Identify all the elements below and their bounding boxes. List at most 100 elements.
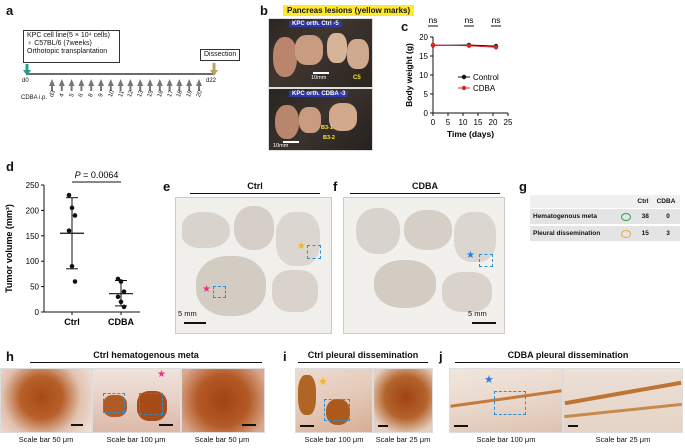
ip-arrow-stem <box>70 86 73 91</box>
cdba-photo-label: KPC orth. CDBA -3 <box>289 91 349 97</box>
y-tick-label: 10 <box>419 71 428 80</box>
j-caption-1: Scale bar 100 μm <box>476 435 536 444</box>
ctrl-lung-section: ★ ★ 5 mm <box>175 197 332 334</box>
pvalue-value: = 0.0064 <box>81 170 119 180</box>
ip-arrow-stem <box>51 86 53 91</box>
row-label: Hematogenous meta <box>533 213 597 220</box>
row-cdba: 3 <box>666 230 670 237</box>
ctrl-pancreas-photo: KPC orth. Ctrl -5 10mm C5 <box>268 18 373 88</box>
lesions-header: Pancreas lesions (yellow marks) <box>283 5 415 16</box>
h-caption-1: Scale bar 50 μm <box>18 435 74 444</box>
panel-j-title: CDBA pleural dissemination <box>507 350 629 360</box>
ip-arrow-stem <box>149 86 151 91</box>
ip-arrow <box>166 79 173 86</box>
cdba-photo-mark-1: B3-1 <box>321 125 333 131</box>
data-point <box>430 42 436 48</box>
cdba-lung-section: ★ 5 mm <box>343 197 505 334</box>
ctrl-photo-mark: C5 <box>353 75 361 81</box>
panel-c-letter: c <box>401 19 409 34</box>
panel-i-letter: i <box>283 349 287 364</box>
ip-arrow-stem <box>158 86 161 91</box>
cell-line-box: KPC cell line(5 × 10⁴ cells) ♀ C57BL/6 (… <box>23 30 120 63</box>
ctrl-photo-scale: 10mm <box>311 75 327 81</box>
x-tick-label: 10 <box>459 118 468 127</box>
data-point <box>493 45 499 50</box>
dissection-box: Dissection <box>200 49 241 62</box>
row-ctrl: 38 <box>641 213 649 220</box>
ip-arrow <box>176 79 183 86</box>
x-tick-label: 20 <box>489 118 498 127</box>
y-axis-label: Tumor volume (mm³) <box>4 204 14 293</box>
hemat-meta-photo-2: ★ <box>92 368 181 433</box>
y-tick-label: 15 <box>419 52 428 61</box>
pvalue-symbol: P <box>75 170 81 180</box>
data-point <box>72 279 78 284</box>
ip-arrow-stem <box>129 86 132 91</box>
y-tick-label: 150 <box>26 232 40 241</box>
ns-label: ns <box>492 15 501 25</box>
data-point <box>69 205 75 211</box>
data-point <box>466 43 472 48</box>
h-caption-2: Scale bar 100 μm <box>106 435 166 444</box>
ns-label: ns <box>429 15 438 25</box>
ip-arrow-stem <box>90 86 93 91</box>
x-tick-label: 15 <box>474 118 483 127</box>
i-caption-1: Scale bar 100 μm <box>304 435 364 444</box>
ip-arrow <box>58 79 65 86</box>
panel-d-letter: d <box>6 159 14 174</box>
cdba-pleural-photo-2 <box>563 368 683 433</box>
data-point <box>115 294 121 300</box>
y-tick-label: 20 <box>419 33 428 42</box>
ip-arrow-stem <box>168 86 171 91</box>
panel-h-title: Ctrl hematogenous meta <box>93 350 199 360</box>
panel-e-letter: e <box>163 179 171 194</box>
data-point <box>115 276 121 282</box>
end-day: d22 <box>206 78 217 84</box>
blue-star-icon: ★ <box>466 250 475 261</box>
data-point <box>66 192 72 198</box>
y-tick-label: 250 <box>26 181 40 190</box>
table-row: Hematogenous meta 38 0 <box>530 209 680 224</box>
header-cdba: CDBA <box>656 198 676 205</box>
data-point <box>66 228 72 234</box>
ip-arrow <box>137 79 144 86</box>
ip-arrow-stem <box>139 86 142 91</box>
ip-arrow <box>49 79 55 86</box>
ip-arrow-stem <box>80 86 83 91</box>
data-point <box>121 304 127 310</box>
ip-arrow <box>156 79 163 86</box>
panel-h-letter: h <box>6 349 14 364</box>
ip-arrow-stem <box>119 86 122 91</box>
panel-i-title: Ctrl pleural dissemination <box>307 350 419 360</box>
data-point <box>121 289 127 294</box>
ip-arrow <box>186 79 193 86</box>
ip-arrow <box>78 79 85 86</box>
i-caption-2: Scale bar 25 μm <box>375 435 431 444</box>
legend-label: CDBA <box>473 84 496 93</box>
pvalue-label: P = 0.0064 <box>75 170 119 180</box>
ctrl-pleural-photo-1: ★ <box>295 368 373 433</box>
green-ring-icon <box>621 212 632 221</box>
h-caption-3: Scale bar 50 μm <box>194 435 250 444</box>
pink-star-icon: ★ <box>202 284 211 295</box>
ip-arrow-stem <box>109 86 112 91</box>
row-label: Pleural dissemination <box>533 230 601 237</box>
data-point <box>72 213 78 218</box>
pink-star-icon: ★ <box>157 369 166 380</box>
panel-a-letter: a <box>6 3 14 18</box>
yellow-ring-icon <box>621 229 632 238</box>
data-point <box>118 299 124 305</box>
ip-arrow <box>107 79 114 86</box>
y-tick-label: 200 <box>26 206 40 215</box>
y-tick-label: 50 <box>30 283 39 292</box>
ip-arrow-stem <box>188 86 191 91</box>
cdba-pancreas-photo: KPC orth. CDBA -3 10mm B3-1 B3-2 <box>268 88 373 151</box>
x-axis-label: Time (days) <box>447 129 494 139</box>
ip-arrow <box>127 79 134 86</box>
yellow-star-icon: ★ <box>318 376 328 388</box>
ip-arrow <box>98 79 104 86</box>
data-point <box>69 263 75 269</box>
box-line-3: Orthotopic transplantation <box>27 48 108 56</box>
